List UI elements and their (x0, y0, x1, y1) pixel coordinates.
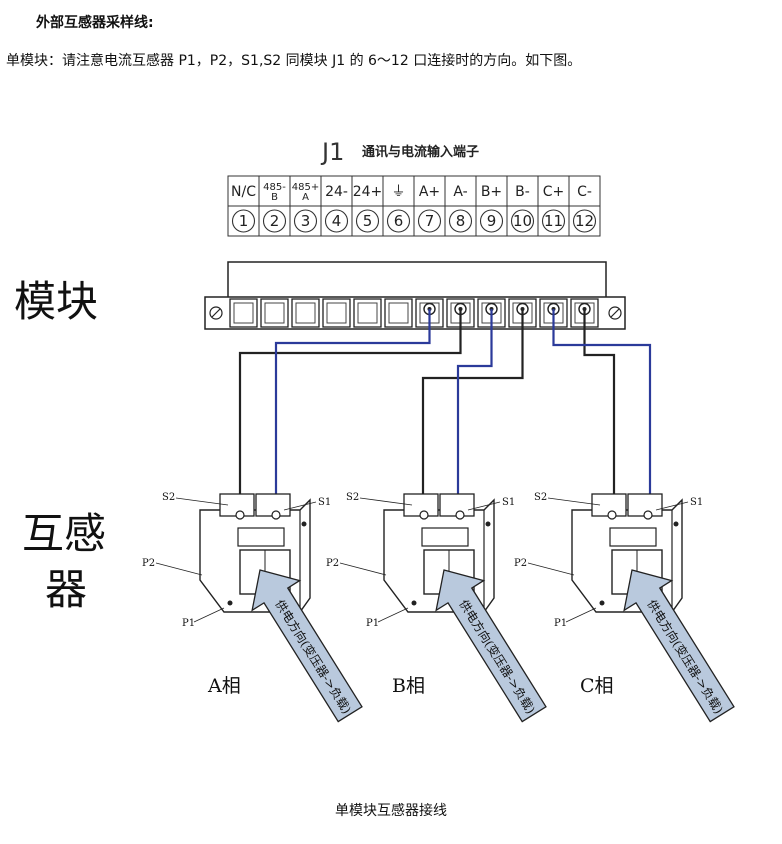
pin-number-12: 12 (575, 212, 594, 230)
pin-label-4: 24- (325, 184, 348, 200)
pin-number-3: 3 (301, 212, 311, 230)
phase-label-c: C相 (580, 675, 614, 697)
pin-label-3: 485+A (292, 182, 319, 203)
ct-label-p1: P1 (182, 618, 195, 629)
wire-c-plus (552, 309, 652, 512)
ct-label-s2: S2 (162, 492, 175, 503)
pin-number-2: 2 (270, 212, 280, 230)
pin-circle-4 (324, 209, 349, 233)
wire-b-plus (456, 309, 493, 512)
pin-circle-12 (572, 209, 597, 233)
section-heading: 外部互感器采样线: (36, 15, 154, 31)
wire-a-plus (274, 309, 431, 512)
pin-circle-6 (386, 209, 411, 233)
module-housing (227, 261, 607, 303)
wiring (238, 309, 652, 512)
phase-label-b: B相 (392, 675, 425, 697)
pin-circle-9 (479, 209, 504, 233)
pin-label-5: 24+ (353, 184, 383, 200)
wire-c-minus (583, 309, 616, 512)
pin-label-6: ⏚ (392, 184, 406, 200)
pin-circle-7 (417, 209, 442, 233)
pin-circle-11 (541, 209, 566, 233)
connector-name: J1 (320, 138, 344, 166)
ct-label-line1: 互感 (22, 509, 106, 558)
pin-number-7: 7 (425, 212, 435, 230)
phase-label-a: A相 (207, 675, 241, 697)
pin-circle-3 (293, 209, 318, 233)
pin-number-4: 4 (332, 212, 342, 230)
pin-label-10: B- (515, 184, 530, 200)
module-label: 模块 (14, 277, 98, 326)
connector-subtitle: 通讯与电流输入端子 (362, 144, 479, 160)
pin-circle-2 (262, 209, 287, 233)
pin-number-1: 1 (239, 212, 249, 230)
pin-label-8: A- (453, 184, 467, 200)
ct-label-s2: S2 (534, 492, 547, 503)
pin-label-9: B+ (481, 184, 502, 200)
supply-direction-text: 供电方向(变压器->负载) (644, 597, 726, 716)
supply-direction-text: 供电方向(变压器->负载) (272, 597, 354, 716)
pin-number-5: 5 (363, 212, 373, 230)
pin-circle-5 (355, 209, 380, 233)
ct-label-p1: P1 (554, 618, 567, 629)
ct-label-s1: S1 (502, 497, 515, 508)
ct-label-p2: P2 (142, 558, 155, 569)
wire-a-minus (238, 309, 462, 512)
ct-label-line2: 器 (45, 565, 87, 614)
figure-caption: 单模块互感器接线 (335, 803, 447, 819)
ct-label-p1: P1 (366, 618, 379, 629)
pin-circle-1 (231, 209, 256, 233)
supply-direction-text: 供电方向(变压器->负载) (456, 597, 538, 716)
pin-circle-8 (448, 209, 473, 233)
ct-label-p2: P2 (514, 558, 527, 569)
pin-label-2: 485-B (263, 182, 286, 203)
pin-number-10: 10 (513, 212, 532, 230)
pin-circle-10 (510, 209, 535, 233)
ct-label-p2: P2 (326, 558, 339, 569)
pin-number-8: 8 (456, 212, 466, 230)
pin-number-9: 9 (487, 212, 497, 230)
pin-label-11: C+ (543, 184, 565, 200)
wire-b-minus (421, 309, 524, 512)
pin-number-6: 6 (394, 212, 404, 230)
ct-label-s1: S1 (690, 497, 703, 508)
pin-number-11: 11 (544, 212, 563, 230)
pin-label-7: A+ (419, 184, 440, 200)
ct-label-s1: S1 (318, 497, 331, 508)
pin-label-1: N/C (231, 184, 256, 200)
intro-text: 单模块：请注意电流互感器 P1，P2，S1,S2 同模块 J1 的 6～12 口… (6, 53, 582, 69)
pin-label-12: C- (577, 184, 592, 200)
connector-pin-table: N/C 1 485-B 2 485+A 3 24- 4 24+ 5 ⏚ 6 A+ 7 A- 8 B+ 9 B- 10 C… (227, 175, 601, 237)
ct-label-s2: S2 (346, 492, 359, 503)
